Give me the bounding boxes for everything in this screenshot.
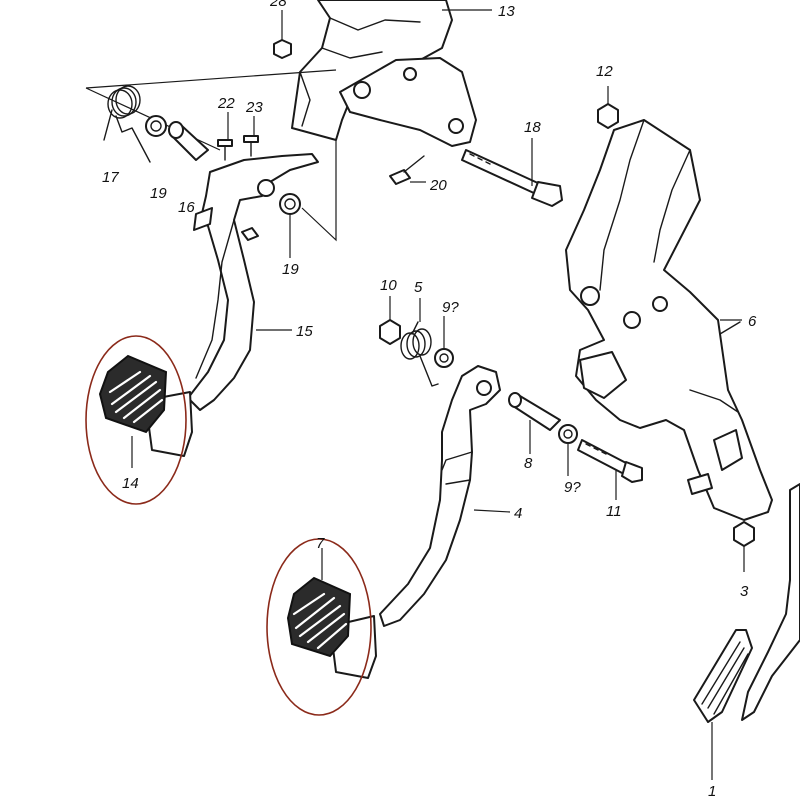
callout-3: 3 <box>740 583 749 600</box>
clutch-pedal-arm-15 <box>187 153 319 411</box>
screw-20 <box>389 155 426 185</box>
callout-13: 13 <box>498 3 515 20</box>
nut-28 <box>273 10 292 59</box>
callout-12: 12 <box>596 63 613 80</box>
bushing-9-upper <box>434 316 454 368</box>
bolt-18 <box>461 138 563 207</box>
callout-8: 8 <box>524 455 533 472</box>
callout-14: 14 <box>122 475 139 492</box>
upper-bracket <box>291 0 477 147</box>
callout-17: 17 <box>102 169 119 186</box>
callout-11: 11 <box>606 503 622 520</box>
callout-16: 16 <box>178 199 195 216</box>
bushing-9-lower <box>558 424 578 476</box>
return-spring-17 <box>103 85 151 163</box>
highlight-ring-14 <box>85 335 187 505</box>
nut-3 <box>733 521 755 572</box>
bushing-19-right <box>279 193 301 258</box>
callout-19-upper: 19 <box>150 185 167 202</box>
callout-28: 28 <box>269 0 287 10</box>
callout-6: 6 <box>748 313 757 330</box>
callout-4: 4 <box>514 505 522 522</box>
pivot-pin-8 <box>508 392 561 454</box>
callout-20: 20 <box>429 177 447 194</box>
screws-22-23 <box>217 112 259 161</box>
callout-1: 1 <box>708 783 716 800</box>
callout-23: 23 <box>245 99 263 116</box>
callout-10: 10 <box>380 277 397 294</box>
return-spring-5 <box>400 298 439 387</box>
brake-pedal-arm-4 <box>379 365 501 627</box>
callout-22: 22 <box>217 95 235 112</box>
clutch-pedal-pad-14 <box>85 335 187 505</box>
callout-9-upper: 9? <box>442 299 459 316</box>
callout-5: 5 <box>414 279 423 296</box>
bushing-19-left <box>145 115 167 137</box>
brake-pedal-pad-7 <box>266 538 372 716</box>
accelerator-pedal-1 <box>693 483 800 780</box>
callout-19-lower: 19 <box>282 261 299 278</box>
main-bracket-6 <box>565 119 773 521</box>
callout-labels: 28 13 12 22 23 18 17 19 16 20 19 15 10 5… <box>102 0 757 800</box>
callout-7: 7 <box>316 535 325 552</box>
nut-12 <box>597 86 619 129</box>
callout-9-lower: 9? <box>564 479 581 496</box>
callout-18: 18 <box>524 119 541 136</box>
nut-10 <box>379 296 401 345</box>
pivot-pin-16 <box>168 121 209 161</box>
highlight-ring-7 <box>266 538 372 716</box>
bolt-11 <box>577 439 643 500</box>
callout-15: 15 <box>296 323 313 340</box>
